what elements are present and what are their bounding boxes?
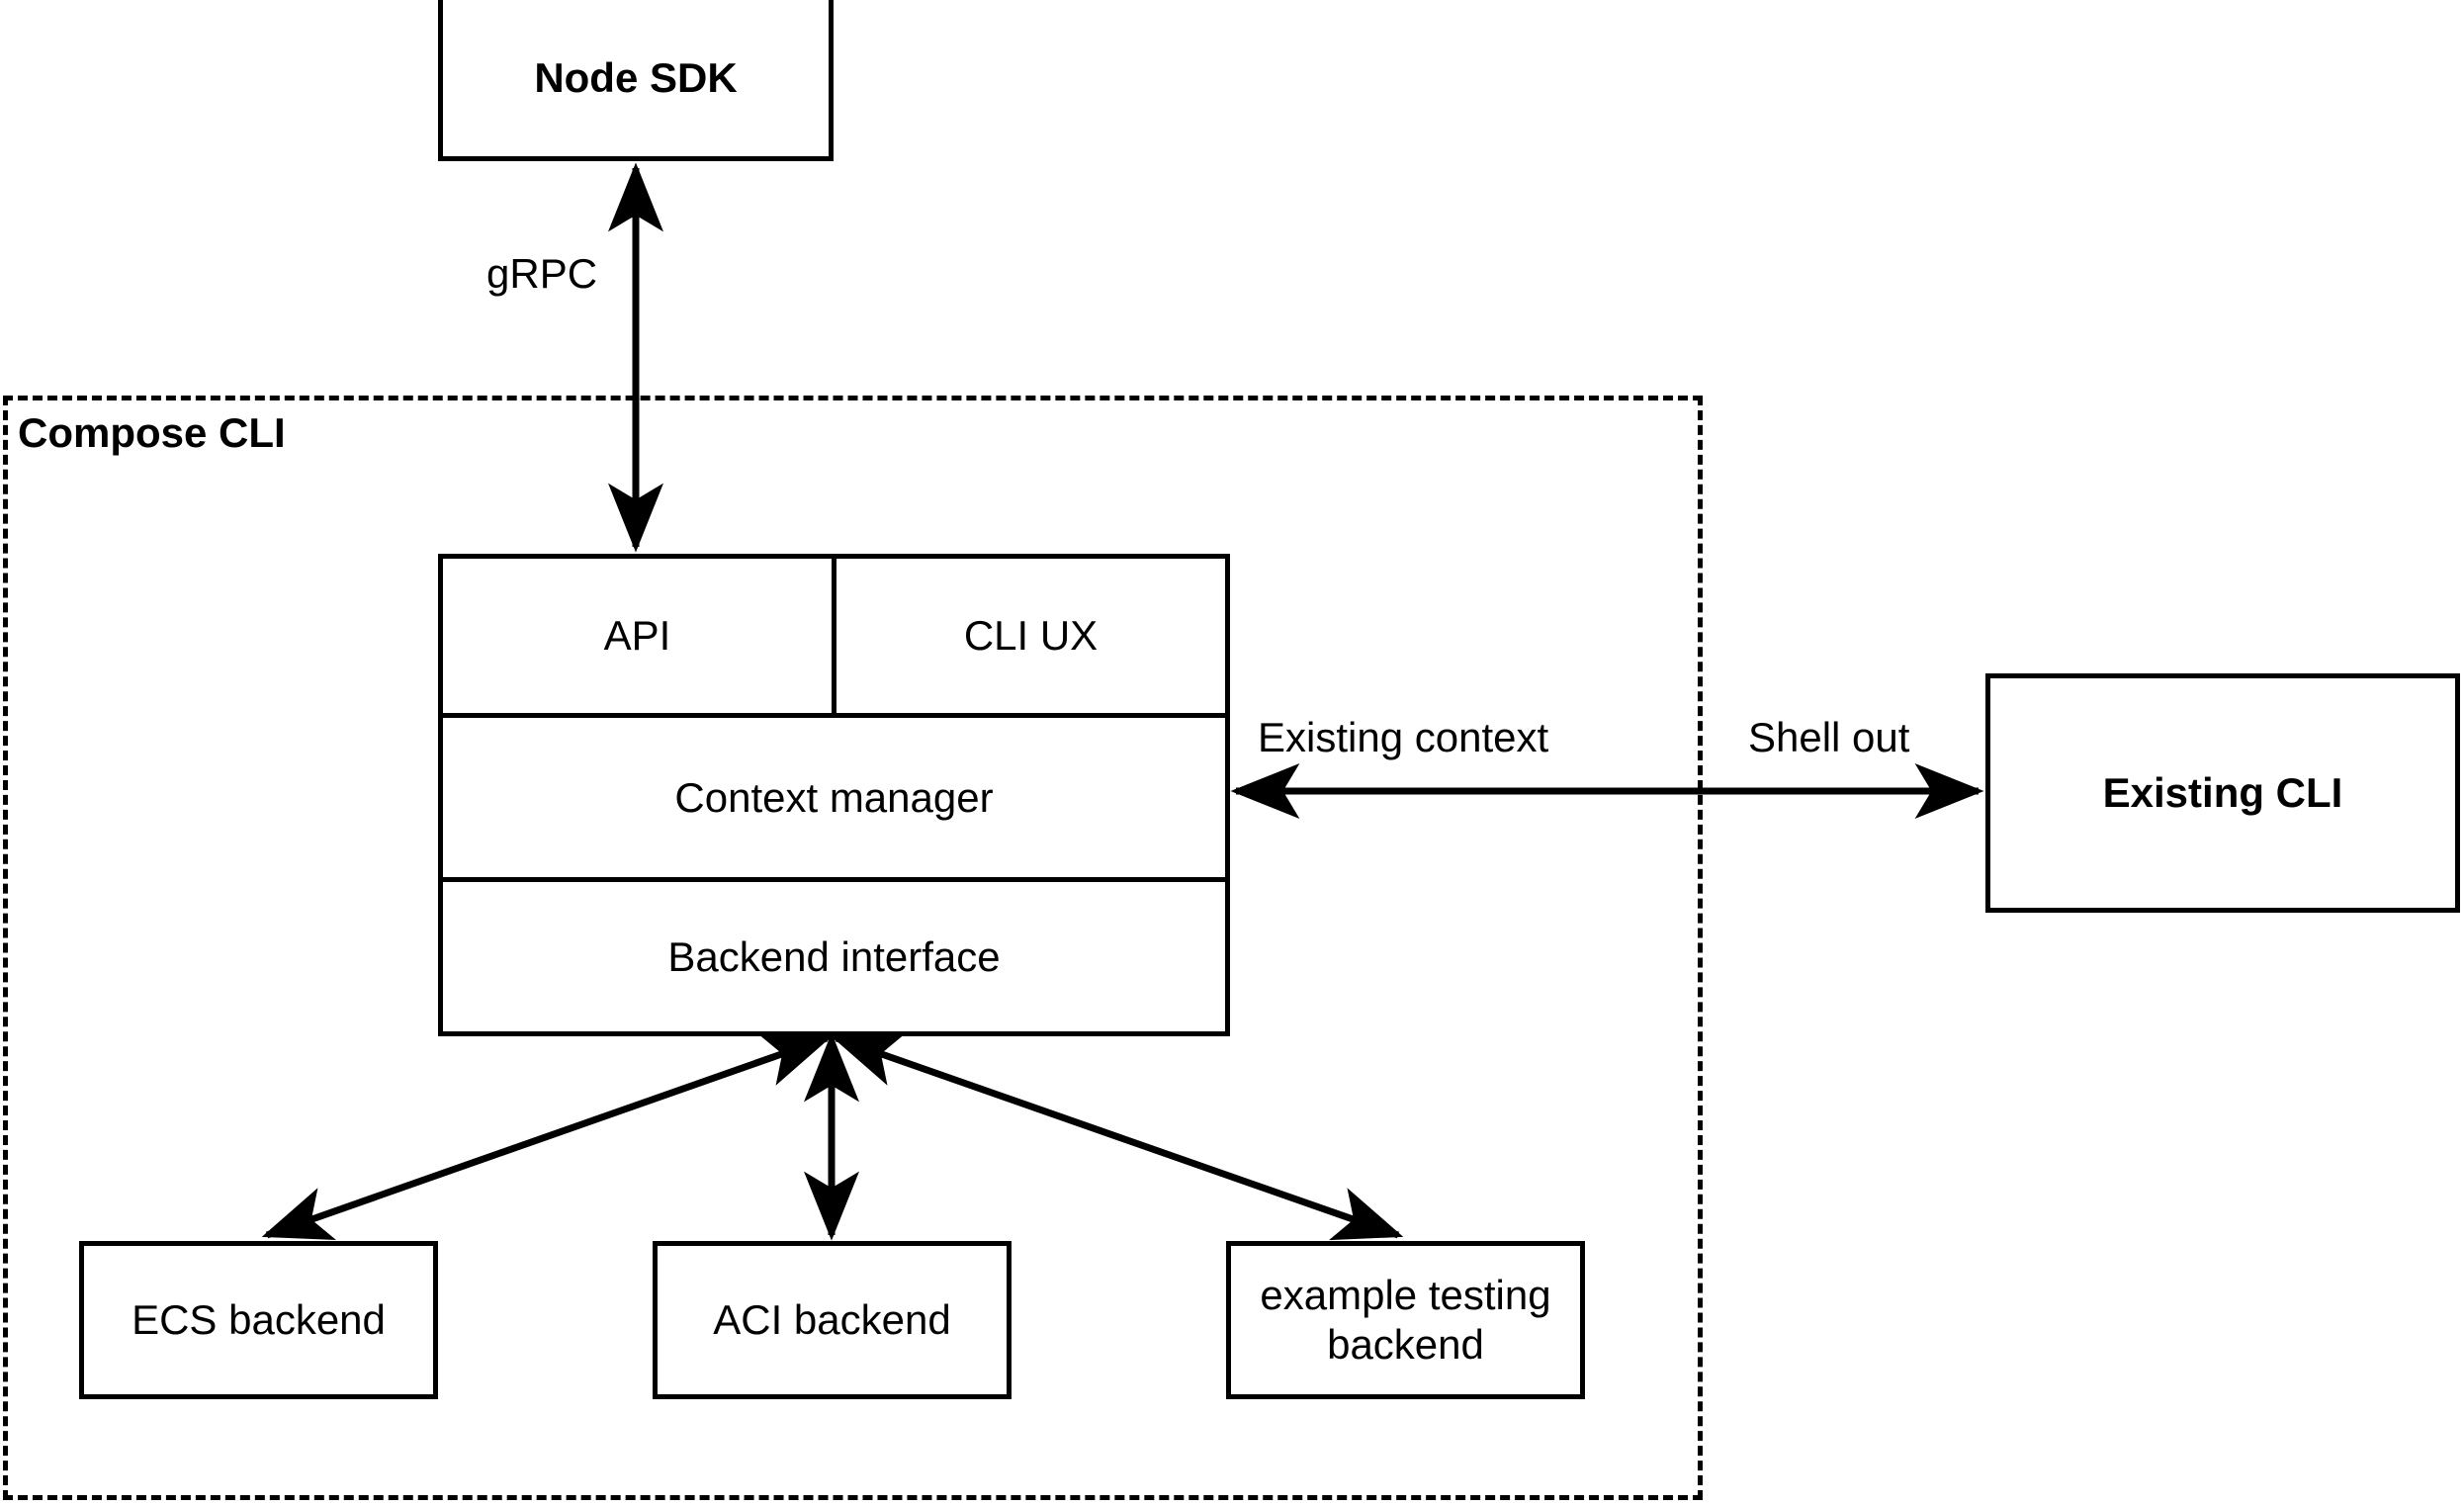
stack-row-backend-interface: Backend interface [443,877,1225,1031]
node-existing-cli: Existing CLI [1985,673,2460,913]
node-ecs-backend: ECS backend [79,1241,438,1399]
node-example-testing-backend: example testing backend [1226,1241,1585,1399]
compose-cli-stack: API CLI UX Context manager Backend inter… [438,554,1230,1036]
stack-row-api-cliux: API CLI UX [443,559,1225,713]
edge-label-grpc: gRPC [486,250,598,297]
node-aci-backend: ACI backend [653,1241,1012,1399]
group-compose-cli-label: Compose CLI [18,409,286,456]
node-node-sdk: Node SDK [438,0,834,161]
edge-label-shell-out: Shell out [1748,714,1910,760]
group-compose-cli [3,396,1703,1500]
stack-cell-backend-interface: Backend interface [667,932,1001,980]
example-testing-backend-line1: example testing [1260,1272,1551,1319]
example-testing-backend-line2: backend [1327,1321,1484,1368]
stack-cell-api: API [603,612,671,659]
stack-cell-context-manager: Context manager [674,773,994,821]
stack-row-context-manager: Context manager [443,713,1225,877]
edge-label-existing-context: Existing context [1258,714,1549,760]
stack-cell-cli-ux: CLI UX [832,559,1225,713]
